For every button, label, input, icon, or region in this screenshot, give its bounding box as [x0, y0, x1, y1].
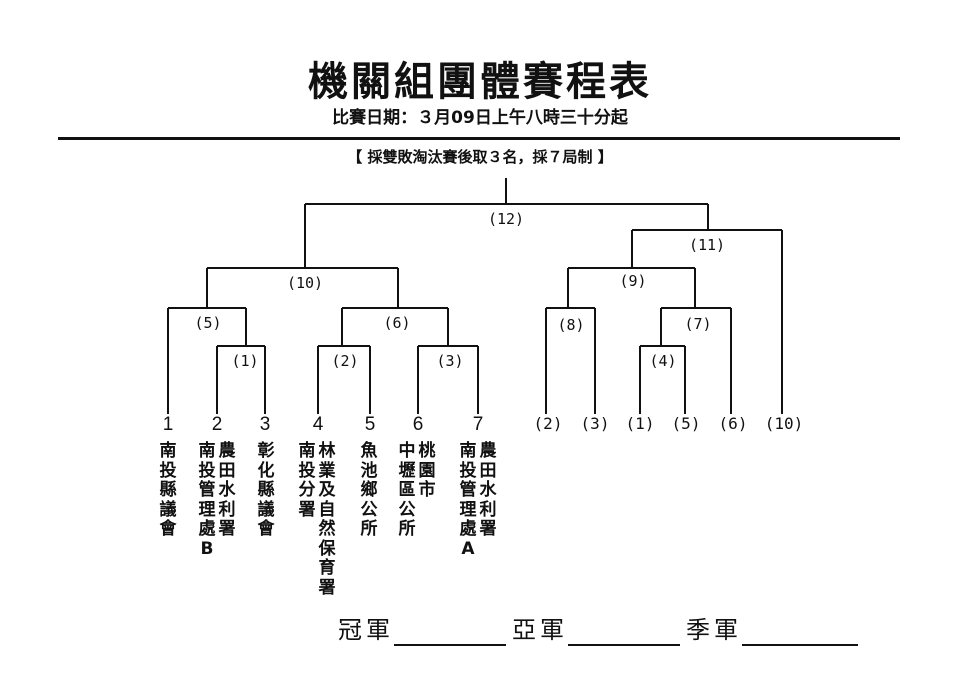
runner-up-label: 亞軍 — [512, 616, 568, 644]
loser-ref: (10) — [764, 414, 804, 433]
match-label-6: (6) — [381, 314, 413, 332]
loser-ref: (3) — [580, 414, 610, 433]
champion-blank — [394, 618, 506, 646]
bracket-line-6 — [341, 307, 449, 346]
bracket-line-12 — [304, 178, 709, 268]
match-label-12: (12) — [485, 210, 527, 228]
bracket-line-5 — [167, 307, 247, 414]
bracket-line-11 — [631, 229, 783, 414]
loser-ref: (5) — [671, 414, 701, 433]
bracket-line-7 — [660, 307, 732, 414]
match-label-2: (2) — [329, 352, 361, 370]
team-seed: 3 — [259, 414, 271, 435]
third-place-label: 季軍 — [686, 616, 742, 644]
bracket-line-10 — [206, 267, 399, 308]
runner-up-blank — [568, 618, 680, 646]
team-name-line1: 農田水利署 — [479, 441, 497, 539]
match-label-1: (1) — [229, 352, 261, 370]
match-label-10: (10) — [284, 274, 326, 292]
loser-ref: (1) — [625, 414, 655, 433]
team-name: 彰化縣議會 — [257, 441, 275, 539]
match-label-7: (7) — [682, 315, 714, 333]
header-divider — [58, 137, 900, 140]
match-label-9: (9) — [617, 272, 649, 290]
team-seed: 7 — [472, 414, 484, 435]
third-place-blank — [742, 618, 858, 646]
team-seed: 4 — [312, 414, 324, 435]
bracket-line-3 — [417, 345, 479, 414]
team-name: 魚池鄉公所 — [360, 441, 378, 539]
team-name-line2: 中壢區公所 — [398, 441, 416, 539]
awards-row: 冠軍 亞軍 季軍 — [338, 614, 858, 646]
team-name: 南投縣議會 — [159, 441, 177, 539]
team-seed: 1 — [162, 414, 174, 435]
match-date: 比賽日期：３月09日上午八時三十分起 — [332, 108, 628, 128]
match-label-5: (5) — [192, 314, 224, 332]
match-label-3: (3) — [434, 352, 466, 370]
bracket-line-8 — [545, 307, 596, 414]
bracket-line-1 — [216, 345, 266, 414]
team-name-line2: 南投管理處A — [459, 441, 477, 559]
team-seed: 5 — [364, 414, 376, 435]
match-label-11: (11) — [686, 236, 728, 254]
bracket-line-4 — [639, 345, 686, 414]
team-name-line1: 林業及自然保育署 — [318, 441, 336, 598]
team-seed: 2 — [211, 414, 223, 435]
bracket-line-2 — [317, 345, 371, 414]
match-label-8: (8) — [555, 316, 587, 334]
team-name-line1: 農田水利署 — [218, 441, 236, 539]
loser-ref: (2) — [533, 414, 563, 433]
team-name-line1: 桃園市 — [418, 441, 436, 500]
team-name-line2: 南投分署 — [298, 441, 316, 520]
loser-ref: (6) — [718, 414, 748, 433]
match-label-4: (4) — [647, 352, 679, 370]
rules-note: 【 採雙敗淘汰賽後取３名，採７局制 】 — [347, 148, 613, 166]
champion-label: 冠軍 — [338, 616, 394, 644]
page-title: 機關組團體賽程表 — [308, 59, 652, 105]
team-name-line2: 南投管理處B — [198, 441, 216, 559]
bracket-line-9 — [567, 267, 696, 308]
team-seed: 6 — [412, 414, 424, 435]
